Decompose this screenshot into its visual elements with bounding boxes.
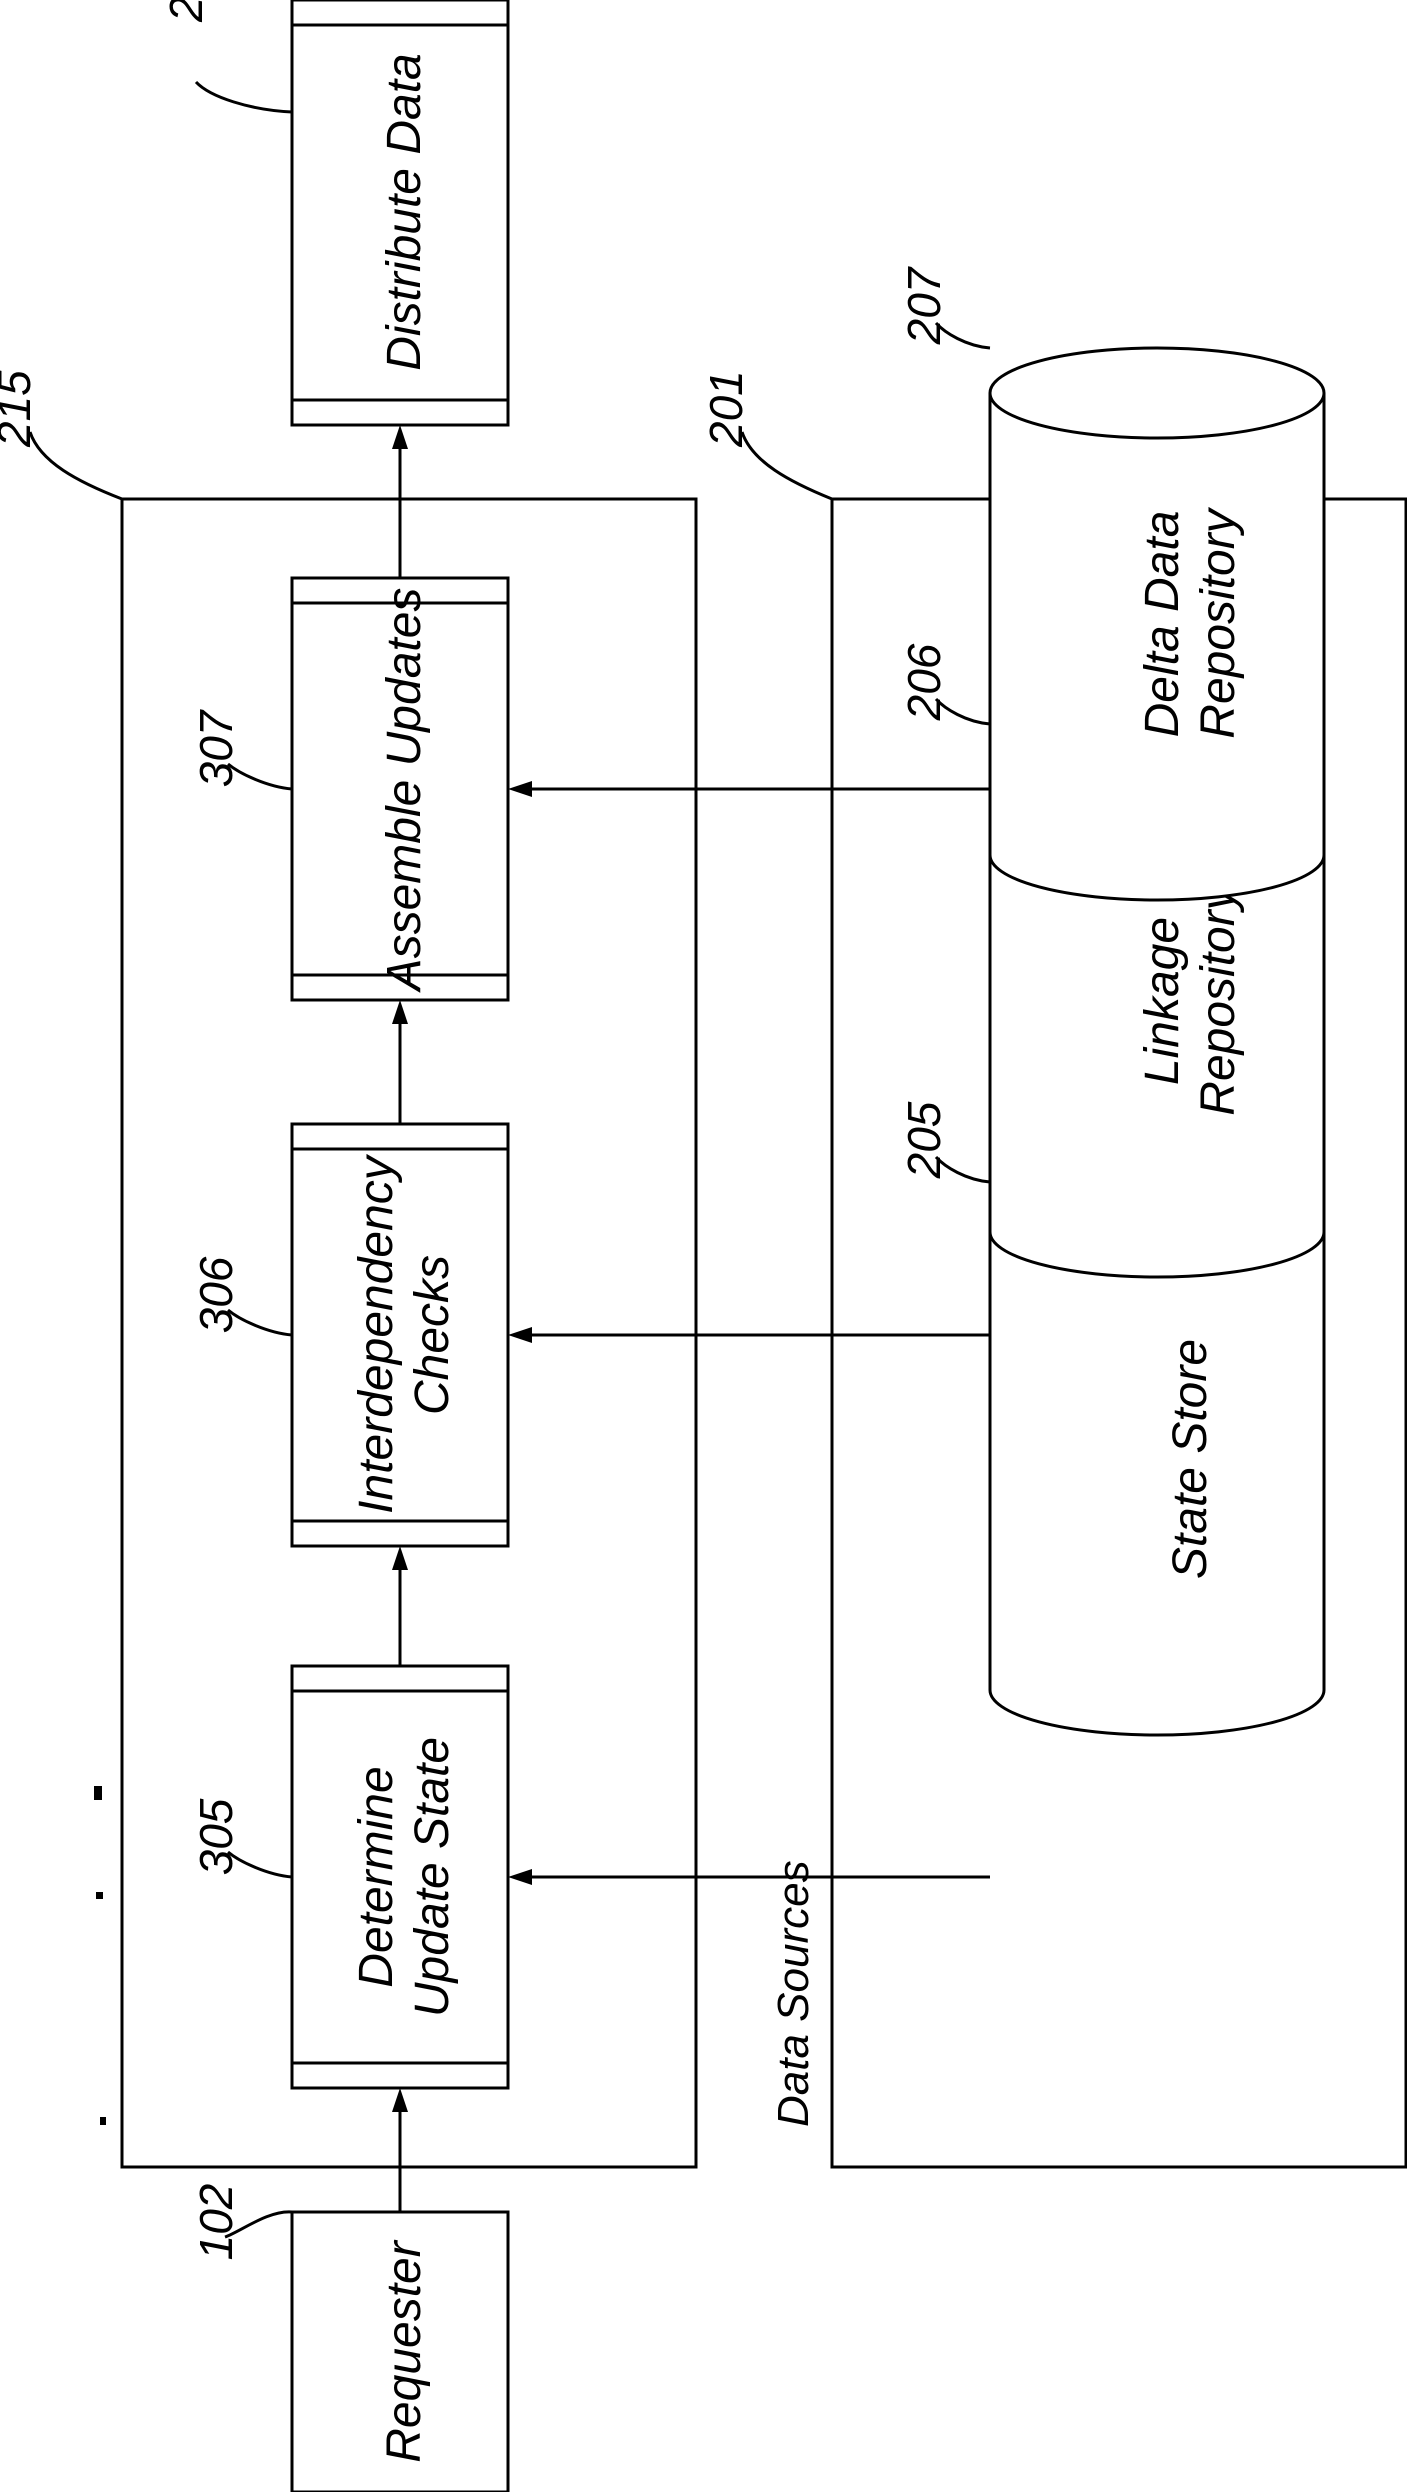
processing-group-leader [30,432,122,499]
linkage-repository-label: Linkage [1136,917,1189,1085]
data-sources-group-label: Data Sources [769,1860,818,2127]
assemble-updates-ref: 307 [190,709,242,787]
arrow-determine-to-interdependency-head [392,1546,408,1570]
delta-data-repository-ref: 207 [898,266,950,345]
determine-update-state-ref: 305 [190,1798,242,1875]
interdependency-checks-label: Interdependency [350,1153,403,1514]
distribute-data-label: Distribute Data [378,53,431,370]
scan-mark [96,1892,103,1899]
delta-data-repository-label: Repository [1192,506,1245,738]
arrow-linkage-to-interdependency-head [508,1327,532,1343]
requester-label: Requester [378,2239,431,2462]
distribute-data-ref: 21 [160,0,212,23]
assemble-updates-label: Assemble Updates [378,588,431,994]
arrow-assemble-to-distribute-head [392,425,408,449]
state-store-cylinder [990,1227,1324,1735]
arrow-interdependency-to-assemble-head [392,1000,408,1024]
state-store-ref: 205 [898,1101,950,1179]
processing-group-ref: 215 [0,370,40,448]
arrow-requester-to-determine-head [392,2088,408,2112]
interdependency-checks-ref: 306 [190,1256,242,1333]
interdependency-checks-label: Checks [406,1255,459,1415]
arrow-state-store-to-determine-head [508,1869,532,1885]
state-store-label: State Store [1164,1339,1217,1579]
delta-data-repository-label: Delta Data [1136,511,1189,738]
linkage-repository-label: Repository [1192,883,1245,1115]
scan-mark [100,2117,106,2125]
data-sources-group-leader [742,432,832,499]
arrow-delta-to-assemble-head [508,781,532,797]
data-sources-group-ref: 201 [700,370,752,448]
scan-mark [94,1786,102,1800]
distribute-data-ref-leader [196,82,292,112]
determine-update-state-label: Update State [406,1737,459,2017]
linkage-repository-ref: 206 [898,643,950,721]
requester-ref: 102 [190,2184,242,2261]
determine-update-state-label: Determine [350,1766,403,1987]
delta-data-repository-cylinder-rim [990,348,1324,393]
